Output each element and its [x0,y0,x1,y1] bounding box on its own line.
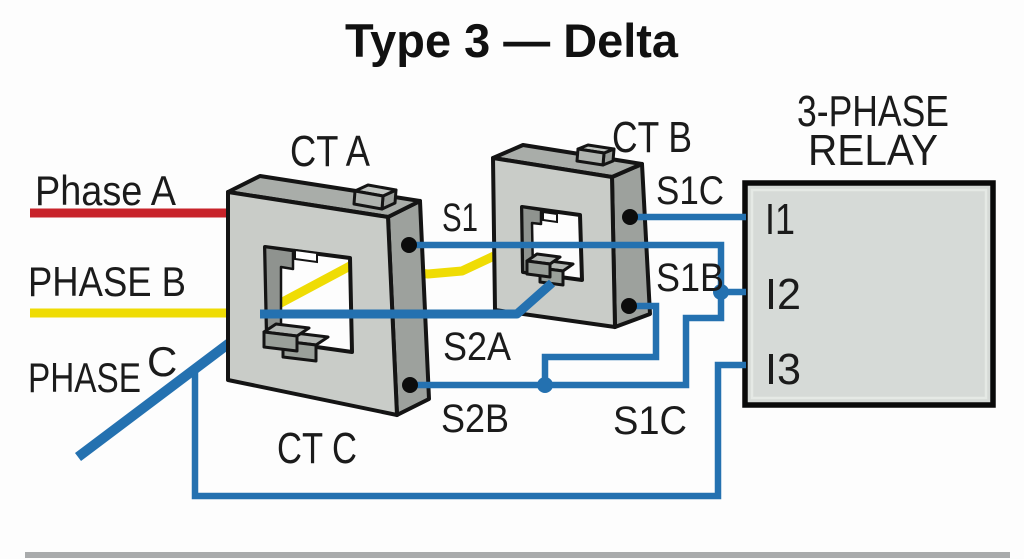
diagram-title: Type 3 — Delta [345,14,679,67]
terminal-dot-s2b [402,377,418,393]
s2b-label: S2B [441,397,509,441]
junction-dot-s2b [537,377,553,393]
terminal-dot-s1 [401,237,417,253]
relay-inner-highlight [750,188,988,400]
ct-a-block [226,174,431,417]
ct-b-window-notch [542,210,558,224]
wire-s2b [410,292,725,389]
relay-title-line2: RELAY [808,126,938,175]
phase-b-label: PHASE B [28,258,186,305]
phase-c-label: PHASE [28,354,141,401]
s1b-label: S1B [656,256,724,300]
wire-s2a [260,279,555,319]
ct-c-label: CT C [277,424,357,473]
phase-c-letter: C [147,338,177,385]
ct-a-label: CT A [290,127,371,176]
ct-b-label: CT B [612,113,692,162]
relay-input-i2-label: I2 [765,270,801,319]
wire-phase-c-tap-to-i3 [191,361,746,500]
ct-a-ledge-step1-front [262,330,299,353]
wire-s1-to-i2 [409,241,746,296]
wire-s1b [541,302,660,383]
junction-dot-i2 [713,284,729,300]
relay-input-i1-label: I1 [765,195,795,244]
relay-input-i3-label: I3 [765,345,801,394]
ct-b-block [491,143,652,329]
ct-a-terminal-bump-front [352,189,385,211]
s1-label: S1 [442,196,478,240]
relay-box [742,180,996,408]
ct-b-terminal-bump-front [575,147,606,167]
ct-b-ledge-step1-front [525,259,552,279]
relay-title-line1: 3-PHASE [797,87,949,136]
s1c-bottom-label: S1C [613,399,687,443]
bottom-crop-artifact [25,552,1010,558]
ct-b-window-inner-wall [520,205,543,275]
secondary-wiring [191,213,746,500]
terminal-dot-s1b [621,298,637,314]
s1c-top-label: S1C [656,169,724,213]
relay-body [742,180,996,408]
phase-a-label: Phase A [35,167,176,214]
terminal-dot-s1c [622,209,638,225]
s2a-label: S2A [443,325,511,369]
ct-a-window-notch [294,248,318,264]
